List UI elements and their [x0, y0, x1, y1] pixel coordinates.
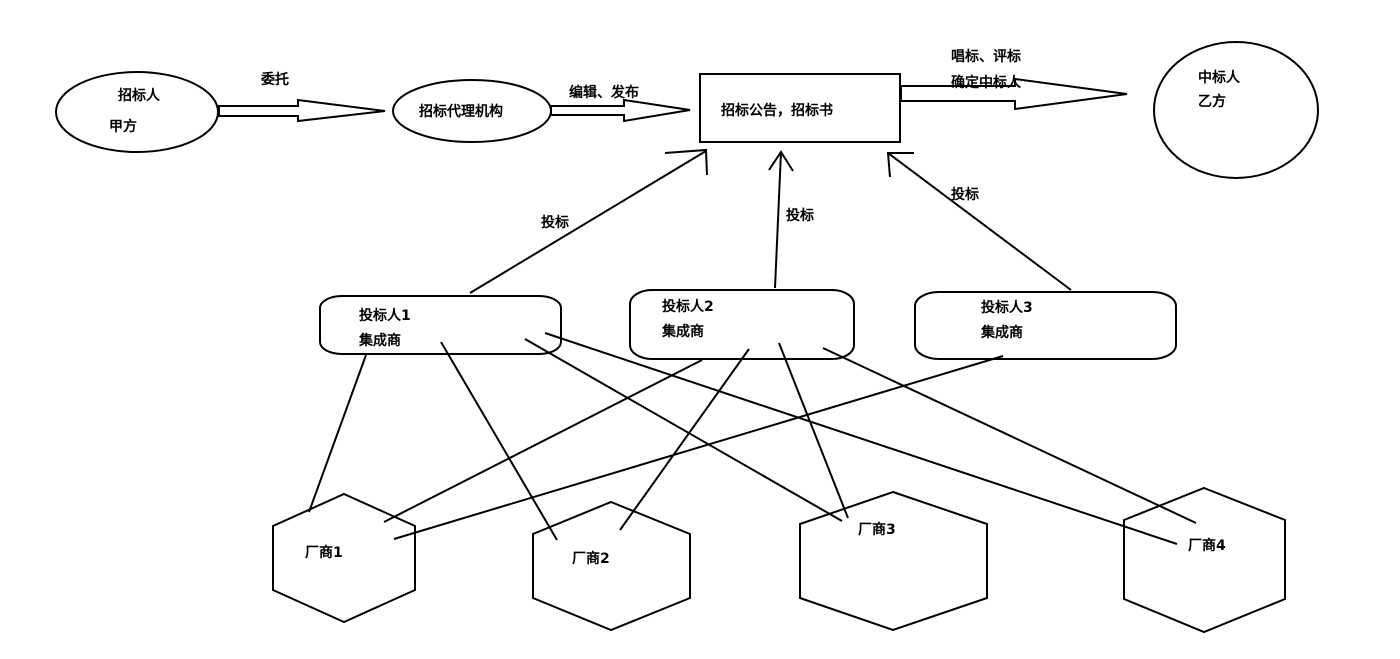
bidder3-line2: 集成商 [980, 324, 1023, 341]
winner-line2: 乙方 [1198, 93, 1226, 110]
bid-label-3: 投标 [951, 186, 979, 203]
bidder3-node [914, 291, 1177, 360]
tenderer-line1: 招标人 [118, 87, 161, 104]
supply-line-b2-v3 [778, 342, 849, 519]
award-label-line1: 唱标、评标 [951, 48, 1021, 65]
vendor2-label: 厂商2 [572, 550, 610, 567]
bid-label-2: 投标 [786, 207, 814, 224]
notice-label: 招标公告，招标书 [721, 102, 833, 119]
tenderer-node [55, 71, 219, 153]
supply-line-b1-v4 [544, 332, 1178, 545]
vendor4-label: 厂商4 [1188, 537, 1226, 554]
vendor1-label: 厂商1 [305, 544, 343, 561]
bidder1-node [319, 295, 562, 355]
supply-line-b2-v4 [822, 347, 1197, 524]
bidder2-line1: 投标人2 [662, 298, 714, 315]
vendor4-node [1123, 486, 1286, 634]
vendor3-node [799, 490, 988, 632]
bid-arrow-2 [774, 151, 782, 289]
bid-arrowhead-1 [664, 148, 708, 176]
bidder3-line1: 投标人3 [981, 299, 1033, 316]
agency-label: 招标代理机构 [419, 103, 503, 120]
bid-arrow-3 [887, 152, 1072, 291]
bid-arrowhead-3 [886, 152, 914, 178]
supply-line-b2-v2 [619, 348, 750, 531]
vendor1-node [272, 492, 416, 624]
bidder1-line1: 投标人1 [359, 307, 411, 324]
supply-line-b2-v1 [383, 359, 703, 523]
supply-line-b3-v1 [393, 355, 1004, 540]
bid-arrow-1 [469, 150, 707, 294]
tenderer-line2: 甲方 [109, 118, 137, 135]
publish-arrow [550, 98, 691, 123]
vendor3-label: 厂商3 [858, 521, 896, 538]
publish-label: 编辑、发布 [569, 84, 639, 101]
bid-arrowhead-2 [768, 150, 794, 172]
vendor2-node [532, 500, 691, 632]
supply-line-b1-v3 [524, 338, 843, 522]
supply-line-b1-v2 [440, 341, 558, 541]
award-label-line2: 确定中标人 [951, 74, 1022, 91]
bidder1-line2: 集成商 [358, 332, 401, 349]
supply-line-b1-v1 [308, 354, 367, 513]
entrust-arrow [218, 98, 386, 123]
bidder2-line2: 集成商 [661, 323, 704, 340]
notice-box [699, 73, 901, 143]
bid-label-1: 投标 [541, 214, 569, 231]
award-arrow [900, 77, 1128, 111]
winner-line1: 中标人 [1198, 69, 1241, 86]
winner-node [1153, 41, 1319, 179]
entrust-label: 委托 [260, 71, 289, 88]
